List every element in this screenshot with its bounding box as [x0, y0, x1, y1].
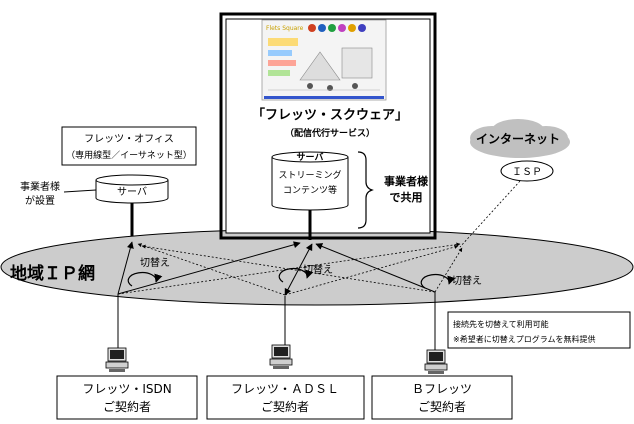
subscriber-adsl-line2: ご契約者 [261, 399, 309, 414]
switch-label-1: 切替え [140, 256, 170, 269]
office-server [95, 174, 169, 204]
office-title-line2: （専用線型／イーサネット型） [66, 149, 192, 161]
internet-cloud [470, 119, 570, 158]
shared-line2: で共用 [390, 190, 423, 204]
switch-label-3: 切替え [452, 274, 482, 287]
note-line1: 接続先を切替えて利用可能 [453, 319, 549, 329]
square-content-line1: ストリーミング [278, 169, 341, 181]
installer-line1: 事業者様 [20, 180, 60, 193]
square-title: 「フレッツ・スクウェア」 [252, 107, 408, 123]
switch-label-2: 切替え [303, 263, 333, 276]
flets-square-frame [219, 12, 437, 240]
office-title-line1: フレッツ・オフィス [84, 133, 174, 145]
installer-line2: が設置 [25, 194, 55, 207]
portal-screenshot: Flets Square [261, 19, 387, 101]
square-subtitle: （配信代行サービス） [285, 127, 375, 139]
isp-label: ＩＳＰ [512, 167, 542, 178]
flets-office-box [61, 126, 197, 166]
shared-brace [357, 151, 374, 229]
square-content-line2: コンテンツ等 [283, 184, 337, 196]
computer-icon [105, 347, 129, 372]
subscriber-box-isdn [56, 375, 198, 420]
subscriber-bflets-line1: Ｂフレッツ [412, 382, 472, 396]
subscriber-adsl-line1: フレッツ・ＡＤＳＬ [231, 382, 339, 396]
square-server [271, 151, 349, 211]
network-label: 地域ＩＰ網 [10, 263, 95, 284]
subscriber-bflets-line2: ご契約者 [418, 399, 466, 414]
svg-text:Flets Square: Flets Square [266, 25, 304, 32]
subscriber-isdn-line2: ご契約者 [103, 399, 151, 414]
office-server-label: サーバ [117, 186, 147, 198]
internet-label: インターネット [476, 132, 560, 146]
computer-icon [424, 349, 448, 374]
square-server-label: サーバ [297, 152, 324, 163]
isp-node [500, 160, 554, 182]
subscriber-box-bflets [371, 375, 513, 420]
computer-icon [269, 344, 293, 369]
subscriber-isdn-line1: フレッツ・ISDN [82, 382, 171, 396]
shared-line1: 事業者様 [384, 174, 429, 188]
note-box [447, 311, 631, 349]
subscriber-box-adsl [206, 375, 365, 420]
note-line2: ※希望者に切替えプログラムを無料提供 [453, 334, 595, 344]
